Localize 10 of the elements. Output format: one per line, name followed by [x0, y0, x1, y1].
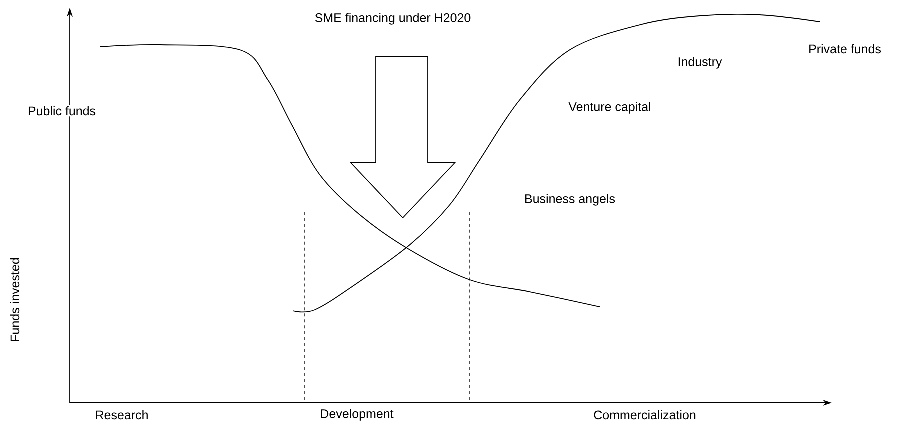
curve-label: Venture capital [568, 101, 652, 115]
phase-label: Research [94, 409, 150, 421]
curve-label: Business angels [524, 193, 617, 207]
curve-label: Private funds [808, 43, 882, 55]
axis-title: Funds invested [9, 256, 21, 344]
phase-label: Commercialization [592, 409, 698, 421]
phase-label: Development [319, 408, 395, 422]
chart-heading: SME financing under H2020 [314, 12, 472, 26]
curve-label: Public funds [26, 105, 98, 117]
curve-label: Industry [676, 56, 724, 70]
